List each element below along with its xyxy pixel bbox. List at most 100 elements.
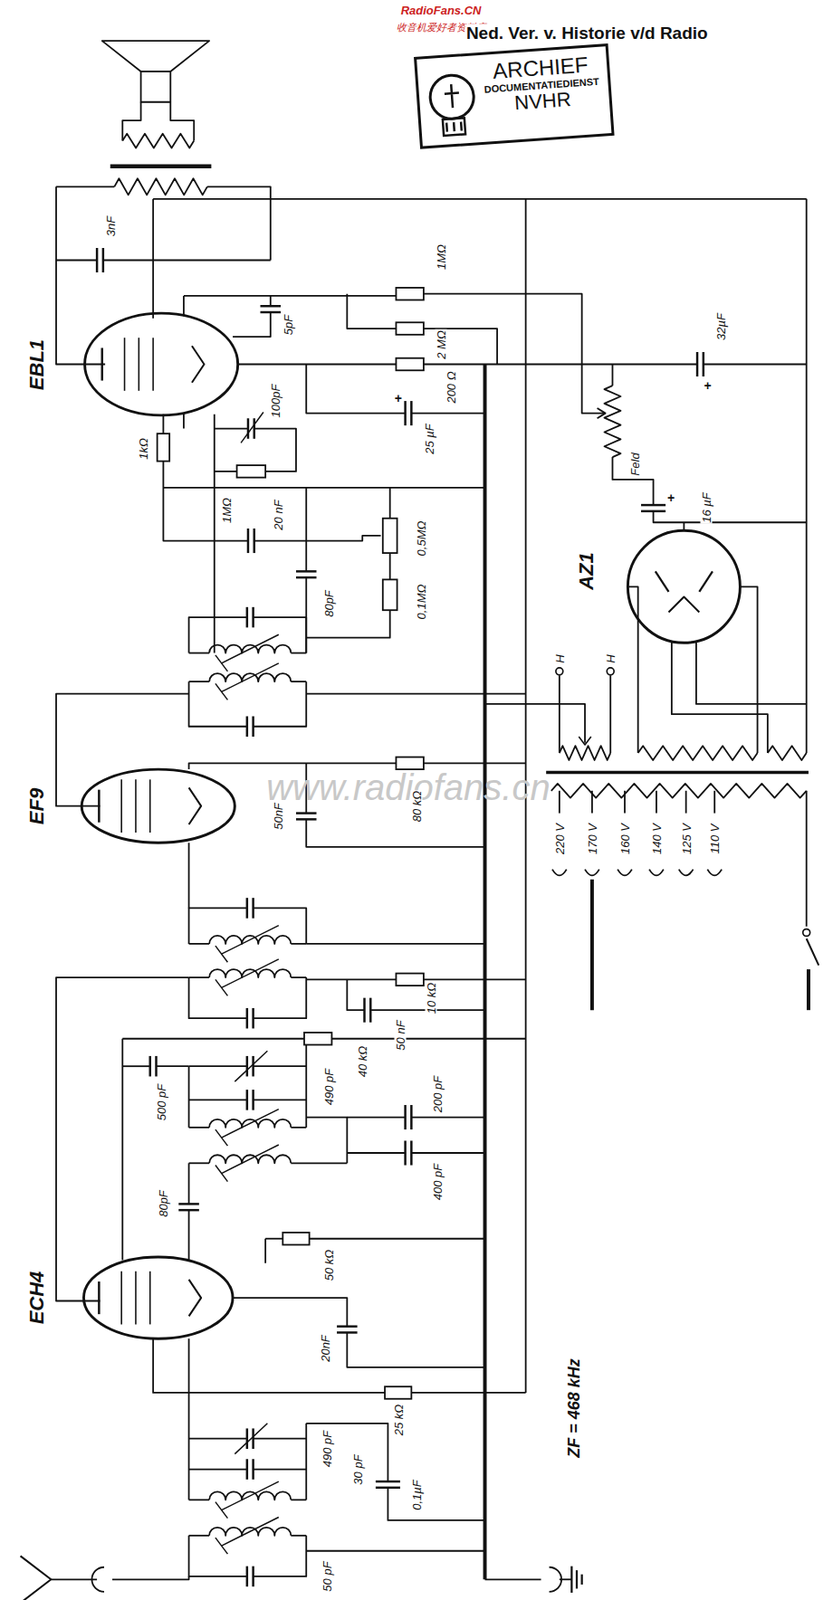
component-value: 20 nF [271,499,284,532]
component-value: 1MΩ [435,243,448,271]
component-value: 50 kΩ [323,1249,336,1283]
wire [290,1535,307,1538]
wire [559,1579,573,1581]
wire [253,1469,307,1472]
component-value: 490 pF [323,1067,336,1106]
core-adjust [215,1166,229,1183]
terminal-dot [555,668,564,676]
core-adjust [221,1145,279,1175]
switch-lever [806,938,820,966]
wire [189,908,248,944]
wire [189,1065,248,1068]
watermark: RadioFans.CN [400,4,483,17]
wire [306,943,485,946]
component-value: 0,1MΩ [414,584,427,622]
wire [189,943,211,946]
wire [387,1488,485,1522]
wire [346,294,396,329]
socket-symbol [91,1568,105,1593]
wire [306,1551,485,1553]
schematic-group [20,40,820,1600]
component-value: Feld [629,451,642,477]
component-value: 160 V [619,823,632,856]
rectifier-anode [655,571,670,593]
component-value: 220 V [553,823,565,856]
transformer-core [110,164,212,170]
component-value: + [666,491,676,505]
wire [214,470,238,473]
wire [121,1039,124,1262]
tap-contact [649,870,664,877]
wire [423,294,605,414]
rectifier-anode [698,571,713,593]
tube-grid [152,337,154,392]
rectifier-envelope [627,530,740,643]
wire [56,694,190,807]
capacitor-plate [363,998,365,1024]
component-value: 200 Ω [445,371,458,405]
capacitor-plate [403,1140,406,1166]
wire [290,976,307,979]
wire [591,791,594,814]
wire [269,199,272,261]
component-value: 0,5MΩ [414,520,427,558]
wire [189,1162,211,1165]
component-value: 5pF [281,313,294,336]
wiper-arrow [597,408,606,419]
wire [189,1099,248,1102]
wire [56,977,190,1302]
component-value: 1kΩ [136,437,149,461]
wire [290,1162,347,1165]
capacitor-plate [246,607,249,629]
wire [253,1065,307,1068]
stamp-icon [421,64,482,144]
wire [189,680,211,683]
component-value: 140 V [650,823,662,856]
resistor-symbol [384,1387,412,1400]
capacitor-plate [95,248,98,273]
tube-grid [124,337,126,392]
mains-lead [806,969,811,1011]
wire [214,428,249,431]
core-adjust [221,634,279,664]
wire [331,1038,526,1041]
tube-anode [97,790,100,824]
component-value: + [393,392,403,405]
tube-envelope [83,1257,233,1340]
wire [290,1127,307,1130]
capacitor-plate [247,418,249,440]
wire [182,413,185,430]
wire [290,943,307,946]
wire [655,791,658,814]
capacitor-plate [246,1459,249,1481]
wire [306,1424,388,1483]
wire [411,1152,485,1155]
resistor-symbol [237,465,267,479]
wire [805,199,808,754]
core-adjust [221,663,279,693]
terminal-dot [803,929,811,938]
component-value: H [553,654,565,665]
tube-grid [134,779,137,833]
tube-grid [149,779,152,833]
component-value: 10 kΩ [424,981,437,1015]
core-adjust [215,979,229,996]
wire [189,763,397,770]
component-value: 25 µF [422,422,435,456]
wire [389,488,392,519]
wire [254,536,382,542]
wire [309,1238,486,1241]
component-value: 1MΩ [220,497,233,525]
core-adjust [215,946,229,963]
wire [306,364,405,414]
component-value: 20nF [318,1335,331,1365]
resistor-symbol [395,757,423,771]
component-value: 16 µF [700,492,713,526]
wire [112,1577,190,1580]
wire [346,1152,405,1155]
component-value: H [604,654,617,665]
speaker-cone [102,40,210,72]
speaker-magnet [141,71,172,103]
wire [290,680,307,683]
wire [290,1499,307,1502]
